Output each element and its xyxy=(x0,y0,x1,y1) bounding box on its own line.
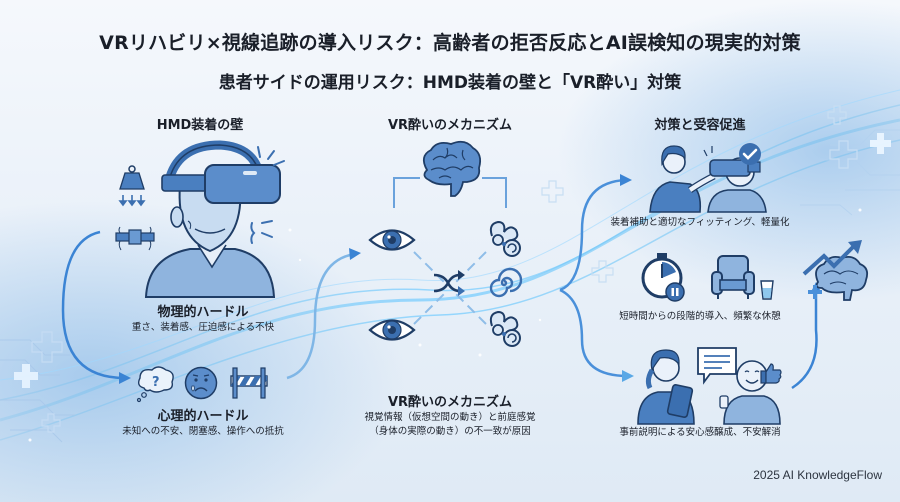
physical-hurdle-text: 重さ、装着感、圧迫感による不快 xyxy=(131,322,275,333)
page-title: VRリハビリ×視線追跡の導入リスク：高齢者の拒否反応とAI誤検知の現実的対策 xyxy=(99,32,801,54)
psychological-hurdle-text: 未知への不安、閉塞感、操作への抵抗 xyxy=(122,426,284,437)
flow-arrow-left-to-middle xyxy=(286,248,361,380)
brain-growth-arrow-icon xyxy=(802,240,869,301)
motion-sickness-caption-line2: （身体の実際の動き）の不一致が原因 xyxy=(369,426,531,437)
physical-hurdle-title: 物理的ハードル xyxy=(157,305,249,320)
barrier-icon xyxy=(230,367,268,399)
countermeasure-1-text: 装着補助と適切なフィッティング、軽量化 xyxy=(610,217,790,228)
motion-sickness-caption-line1: 視覚情報（仮想空間の動き）と前庭感覚 xyxy=(364,412,536,423)
countermeasure-2-text: 短時間からの段階的導入、頻繁な休憩 xyxy=(619,311,781,322)
water-glass-icon xyxy=(760,280,774,300)
elderly-with-hmd-illustration xyxy=(144,140,285,298)
inner-ear-icon xyxy=(489,220,521,257)
flow-arrow-middle-to-right xyxy=(559,174,634,382)
footer-credit: 2025 AI KnowledgeFlow xyxy=(753,468,882,482)
nurse-tablet-illustration xyxy=(637,347,781,425)
countermeasure-3-text: 事前説明による安心感醸成、不安解消 xyxy=(619,427,781,438)
motion-sickness-heading: VR酔いのメカニズム xyxy=(387,118,513,133)
svg-text:?: ? xyxy=(152,375,160,390)
brain-connector-lines xyxy=(393,177,507,208)
eye-icon xyxy=(368,229,416,251)
eye-icon xyxy=(368,319,416,341)
weight-icon xyxy=(118,165,146,207)
shuffle-icon xyxy=(433,270,465,296)
question-thought-icon: ? xyxy=(136,366,174,403)
speech-bubble-icon xyxy=(697,347,737,385)
mismatch-connector-lines xyxy=(413,251,487,325)
countermeasures-heading: 対策と受容促進 xyxy=(654,118,746,133)
psychological-hurdle-title: 心理的ハードル xyxy=(157,409,249,424)
check-icon xyxy=(739,143,761,165)
strap-icon xyxy=(115,226,155,251)
stopwatch-pause-icon xyxy=(641,253,685,302)
page-subtitle: 患者サイドの運用リスク：HMD装着の壁と「VR酔い」対策 xyxy=(218,73,682,93)
hmd-barrier-heading: HMD装着の壁 xyxy=(156,118,244,133)
flow-arrow-left xyxy=(61,230,131,384)
nurse-fitting-hmd-illustration xyxy=(649,145,767,213)
armchair-icon xyxy=(711,255,755,299)
spiral-icon xyxy=(489,267,523,298)
motion-sickness-caption-title: VR酔いのメカニズム xyxy=(387,395,513,410)
inner-ear-icon xyxy=(489,310,521,347)
brain-icon xyxy=(422,140,482,197)
worried-face-icon xyxy=(184,366,218,400)
thumbs-up-icon xyxy=(760,363,782,384)
